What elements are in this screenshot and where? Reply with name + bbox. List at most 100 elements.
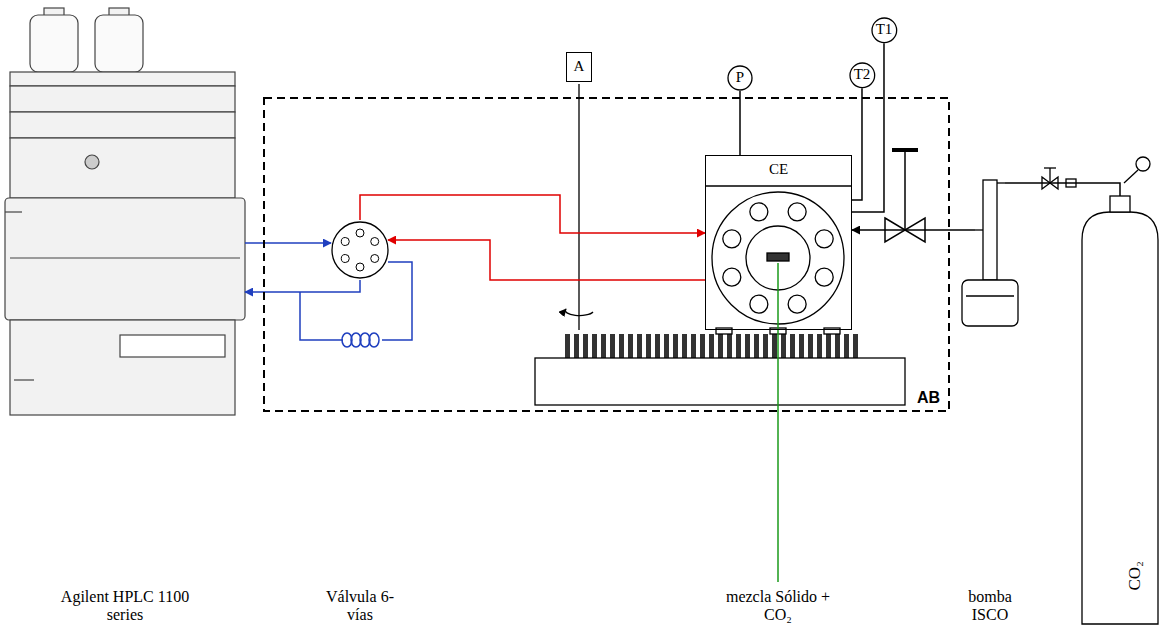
node-label: T1 <box>876 21 893 38</box>
fin <box>808 334 813 358</box>
valve-port <box>356 263 364 271</box>
fin <box>646 334 651 358</box>
fin <box>565 334 570 358</box>
valve-port <box>371 255 379 263</box>
solvent-bottle <box>95 15 143 72</box>
bolt <box>723 268 741 286</box>
fin <box>754 334 759 358</box>
fin <box>781 334 786 358</box>
hplc-drawing <box>5 8 245 415</box>
cell-lid <box>705 185 852 186</box>
syringe-pump: bomba ISCO <box>975 178 1005 330</box>
hplc-module <box>10 112 235 138</box>
fin <box>637 334 642 358</box>
solvent-bottle <box>30 15 78 72</box>
fin <box>736 334 741 358</box>
pressure-gauge: P <box>727 65 753 91</box>
gauge-circle <box>872 18 897 43</box>
bolt <box>788 203 806 221</box>
process-line <box>1005 183 1120 196</box>
gauge-circle <box>850 63 875 88</box>
fin <box>655 334 660 358</box>
node-label: P <box>736 69 744 86</box>
fin <box>745 334 750 358</box>
stirrer-base <box>535 358 905 405</box>
six-way-valve: Válvula 6-vías <box>330 220 390 280</box>
stirrer <box>535 84 905 405</box>
fin <box>853 334 858 358</box>
valve-stem <box>1049 168 1050 183</box>
fin <box>583 334 588 358</box>
hplc-module <box>10 320 235 415</box>
gauge-stem <box>1124 170 1138 183</box>
fin <box>844 334 849 358</box>
cell-foot <box>824 328 840 334</box>
valve-body <box>332 222 388 278</box>
module-seam <box>5 211 22 212</box>
pipe-stub <box>997 182 1005 183</box>
hplc-display <box>120 335 225 357</box>
valve-port <box>371 238 379 246</box>
fin <box>799 334 804 358</box>
valve-port <box>341 255 349 263</box>
cylinder-body <box>1082 212 1158 624</box>
pressure-gauge <box>1136 157 1150 171</box>
agitator-shaft <box>578 84 579 330</box>
hplc-module <box>10 86 235 112</box>
flow-tube <box>360 195 705 233</box>
pipe-stub <box>975 229 983 230</box>
fin <box>682 334 687 358</box>
thermocouple: T1 <box>871 17 898 44</box>
bolt <box>750 203 768 221</box>
dashed-border <box>264 98 949 411</box>
process-line <box>852 229 975 231</box>
extraction-cell: CE <box>705 155 852 330</box>
fin <box>610 334 615 358</box>
fin <box>790 334 795 358</box>
fin <box>673 334 678 358</box>
process-line <box>739 91 741 155</box>
fin <box>835 334 840 358</box>
fin <box>772 334 777 358</box>
bolt <box>723 230 741 248</box>
stirrer-fins <box>565 334 858 358</box>
fin <box>664 334 669 358</box>
gauge-circle <box>728 66 752 90</box>
valve-port <box>356 229 364 237</box>
valve-handle <box>1044 167 1056 168</box>
bolt <box>750 295 768 313</box>
mixture-label: mezcla Sólido + CO₂ <box>718 588 838 625</box>
solvent-tray <box>10 72 235 86</box>
valve-port <box>341 238 349 246</box>
cylinder-drawing <box>1042 157 1158 624</box>
fin <box>718 334 723 358</box>
caption: bomba ISCO <box>950 588 1030 625</box>
node-label: T2 <box>854 66 871 83</box>
hplc-knob <box>85 155 99 169</box>
pump-barrel <box>983 180 997 280</box>
fin <box>601 334 606 358</box>
flow-tube <box>388 240 705 280</box>
pump-seam <box>966 295 1014 296</box>
fin <box>763 334 768 358</box>
hplc-module <box>10 138 235 198</box>
fin <box>592 334 597 358</box>
bolt <box>788 295 806 313</box>
fin <box>691 334 696 358</box>
fin <box>727 334 732 358</box>
caption: Válvula 6-vías <box>322 588 398 625</box>
process-line <box>852 88 862 200</box>
inlet-valve <box>885 150 925 242</box>
flow-tube <box>245 242 331 244</box>
process-line <box>852 43 884 212</box>
bolt <box>815 268 833 286</box>
node-outline <box>330 220 390 280</box>
fin <box>709 334 714 358</box>
hplc-instrument: Agilent HPLC 1100 series <box>5 8 245 420</box>
cylinder-neck <box>1110 196 1130 212</box>
fin <box>700 334 705 358</box>
agitator-box: A <box>566 52 592 82</box>
